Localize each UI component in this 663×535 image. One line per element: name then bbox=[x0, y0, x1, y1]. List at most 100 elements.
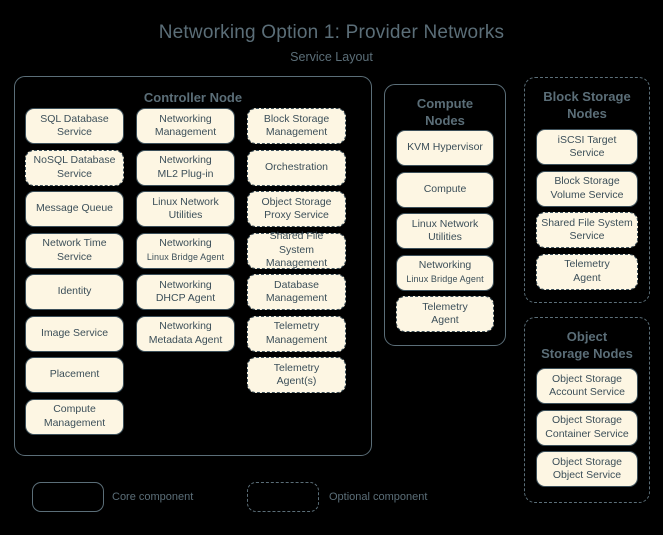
service-label-line2: Proxy Service bbox=[264, 209, 329, 221]
group-compute-nodes: Compute Nodes bbox=[384, 84, 506, 346]
service-label-line2: Agent bbox=[573, 271, 601, 284]
legend-optional-label: Optional component bbox=[329, 491, 428, 503]
service-label-line2: Management bbox=[154, 126, 217, 138]
service-label-line2: Management bbox=[265, 257, 328, 270]
service-label-line1: Networking bbox=[159, 237, 212, 249]
service-label-line1: Database bbox=[274, 278, 319, 291]
group-block-storage-nodes: Block Storage Nodes bbox=[524, 77, 650, 303]
service-label-line1: SQL Database bbox=[40, 112, 109, 125]
service-label-line2: Linux Bridge Agent bbox=[406, 273, 484, 284]
service-label-line1: Image Service bbox=[40, 326, 109, 339]
service-label-line1: Linux Network bbox=[411, 217, 479, 230]
service-label-line2: Management bbox=[265, 292, 328, 304]
legend-core-swatch bbox=[32, 482, 104, 512]
service-label-line1: Object Storage bbox=[551, 455, 623, 468]
service-label-line1: Shared File System bbox=[541, 216, 633, 229]
service-label-line1: Networking bbox=[159, 154, 212, 166]
service-label-line1: Object Storage bbox=[261, 195, 332, 208]
service-label-line2: Utilities bbox=[168, 209, 203, 221]
service-label-line2: Service bbox=[56, 167, 92, 180]
controller-c1-r3-service-box[interactable]: Message Queue bbox=[25, 191, 124, 227]
service-label-line2: Agent bbox=[431, 314, 459, 326]
service-label-line2: Agent(s) bbox=[276, 375, 317, 387]
service-label-line1: Networking bbox=[418, 259, 472, 271]
compute-r1-service-box[interactable]: KVM Hypervisor bbox=[396, 130, 494, 166]
service-label-line1: Network Time bbox=[42, 237, 107, 249]
service-label-line1: Compute bbox=[423, 182, 467, 195]
group-object-storage-nodes: Object Storage Nodes bbox=[524, 317, 650, 503]
legend-core-label: Core component bbox=[112, 491, 194, 503]
service-label-line2: Utilities bbox=[428, 231, 462, 243]
compute-r2-service-box[interactable]: Compute bbox=[396, 171, 494, 208]
service-label-line2: Container Service bbox=[545, 427, 629, 440]
controller-c1-r7-service-box[interactable]: Placement bbox=[25, 357, 124, 393]
service-label-line2: Service bbox=[56, 250, 92, 263]
service-label-line1: KVM Hypervisor bbox=[407, 141, 483, 154]
service-label-line2: Management bbox=[265, 126, 328, 138]
group-object-storage-nodes-title-line2: Storage Nodes bbox=[541, 346, 633, 361]
service-label-line1: Telemetry bbox=[273, 320, 320, 332]
service-label-line1: Block Storage bbox=[263, 112, 330, 125]
group-controller-node-title: Controller Node bbox=[143, 90, 243, 105]
service-label-line2: DHCP Agent bbox=[155, 292, 216, 304]
service-label-line1: Orchestration bbox=[264, 160, 329, 173]
service-label-line1: Object Storage bbox=[551, 372, 623, 385]
service-label-line2: Object Service bbox=[552, 469, 622, 481]
service-label-line2: Service bbox=[569, 230, 605, 242]
controller-c1-r5-service-box[interactable]: Identity bbox=[25, 274, 124, 310]
legend-optional-swatch bbox=[247, 482, 319, 512]
service-label-line1: NoSQL Database bbox=[33, 154, 116, 166]
service-label-line2: Management bbox=[43, 416, 106, 429]
service-label-line2: Service bbox=[569, 147, 605, 159]
group-block-storage-nodes-title-line1: Block Storage bbox=[543, 89, 631, 104]
service-label-line2: Service bbox=[56, 126, 92, 138]
service-label-line1: iSCSI Target bbox=[557, 133, 617, 146]
diagram-title: Networking Option 1: Provider Networks bbox=[158, 22, 505, 43]
service-label-line2: Management bbox=[265, 333, 328, 346]
service-label-line2: Linux Bridge Agent bbox=[146, 251, 225, 262]
service-label-line1: Object Storage bbox=[551, 414, 623, 426]
service-label-line1: Networking bbox=[159, 320, 212, 332]
controller-c3-r2-service-box[interactable]: Orchestration bbox=[247, 149, 346, 186]
service-label-line2: Volume Service bbox=[550, 188, 624, 201]
group-compute-nodes-title-line2: Nodes bbox=[425, 113, 465, 128]
diagram-subtitle: Service Layout bbox=[290, 50, 373, 64]
service-label-line1: Placement bbox=[49, 368, 100, 381]
service-label-line2: Metadata Agent bbox=[148, 333, 223, 346]
service-label-line2: Account Service bbox=[549, 386, 625, 398]
group-controller-node: Controller Node bbox=[14, 76, 372, 456]
service-label-line1: Compute bbox=[53, 403, 96, 415]
service-label-line1: Shared File System bbox=[269, 230, 324, 256]
service-label-line1: Telemetry bbox=[273, 361, 320, 374]
group-object-storage-nodes-title-line1: Object bbox=[566, 329, 608, 344]
controller-c1-r6-service-box[interactable]: Image Service bbox=[25, 315, 124, 352]
service-label-line1: Identity bbox=[57, 285, 92, 298]
